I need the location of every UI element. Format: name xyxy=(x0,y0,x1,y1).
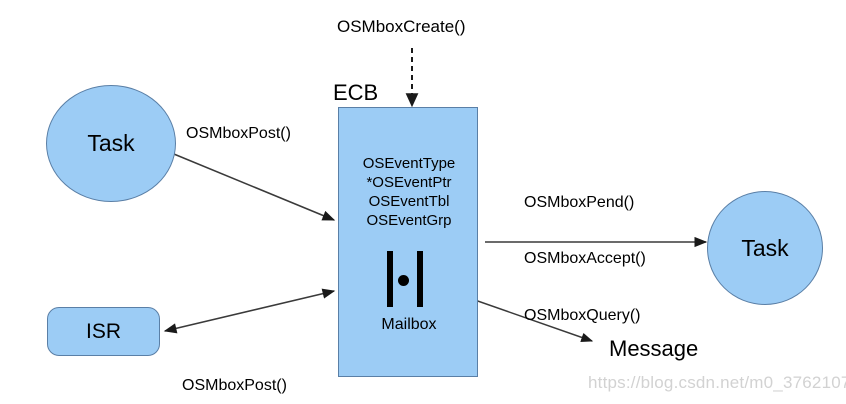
node-task-right[interactable]: Task xyxy=(707,191,823,305)
edge-task-post xyxy=(168,151,336,221)
mailbox-message-dot xyxy=(398,275,409,286)
label-osmboxaccept: OSMboxAccept() xyxy=(524,250,646,268)
mailbox-bar-right xyxy=(417,251,423,307)
node-ecb-box[interactable]: OSEventType *OSEventPtr OSEventTbl OSEve… xyxy=(338,107,478,377)
node-isr-label: ISR xyxy=(85,319,121,343)
ecb-field: OSEventTbl xyxy=(368,193,450,211)
label-osmboxpend: OSMboxPend() xyxy=(524,193,635,211)
label-osmboxpost-task: OSMboxPost() xyxy=(186,125,291,142)
ecb-field: OSEventType xyxy=(362,155,456,172)
node-task-left-label: Task xyxy=(87,130,135,156)
ecb-field: *OSEventPtr xyxy=(366,174,452,192)
label-isr-ops: OSMboxPost() OSMboxAccept() xyxy=(182,339,304,404)
label-task-receive-ops: OSMboxPend() OSMboxAccept() OSMboxQuery(… xyxy=(524,156,646,364)
label-osmboxpost-isr: OSMboxPost() xyxy=(182,376,287,394)
watermark-text: https://blog.csdn.net/m0_37621078 xyxy=(588,373,846,392)
label-osmboxquery: OSMboxQuery() xyxy=(524,307,641,324)
ecb-field-list: OSEventType *OSEventPtr OSEventTbl OSEve… xyxy=(339,154,479,230)
ecb-title-label: ECB xyxy=(333,80,379,105)
mailbox-bar-left xyxy=(387,251,393,307)
ecb-field: OSEventGrp xyxy=(366,212,452,230)
mailbox-caption: Mailbox xyxy=(381,316,437,333)
node-isr[interactable]: ISR xyxy=(47,307,160,356)
node-task-left[interactable]: Task xyxy=(46,85,176,202)
node-task-right-label: Task xyxy=(741,234,789,261)
mailbox-icon xyxy=(383,251,435,307)
label-osmboxcreate: OSMboxCreate() xyxy=(337,17,466,36)
label-message: Message xyxy=(609,336,699,361)
edge-isr-ops xyxy=(163,288,336,334)
